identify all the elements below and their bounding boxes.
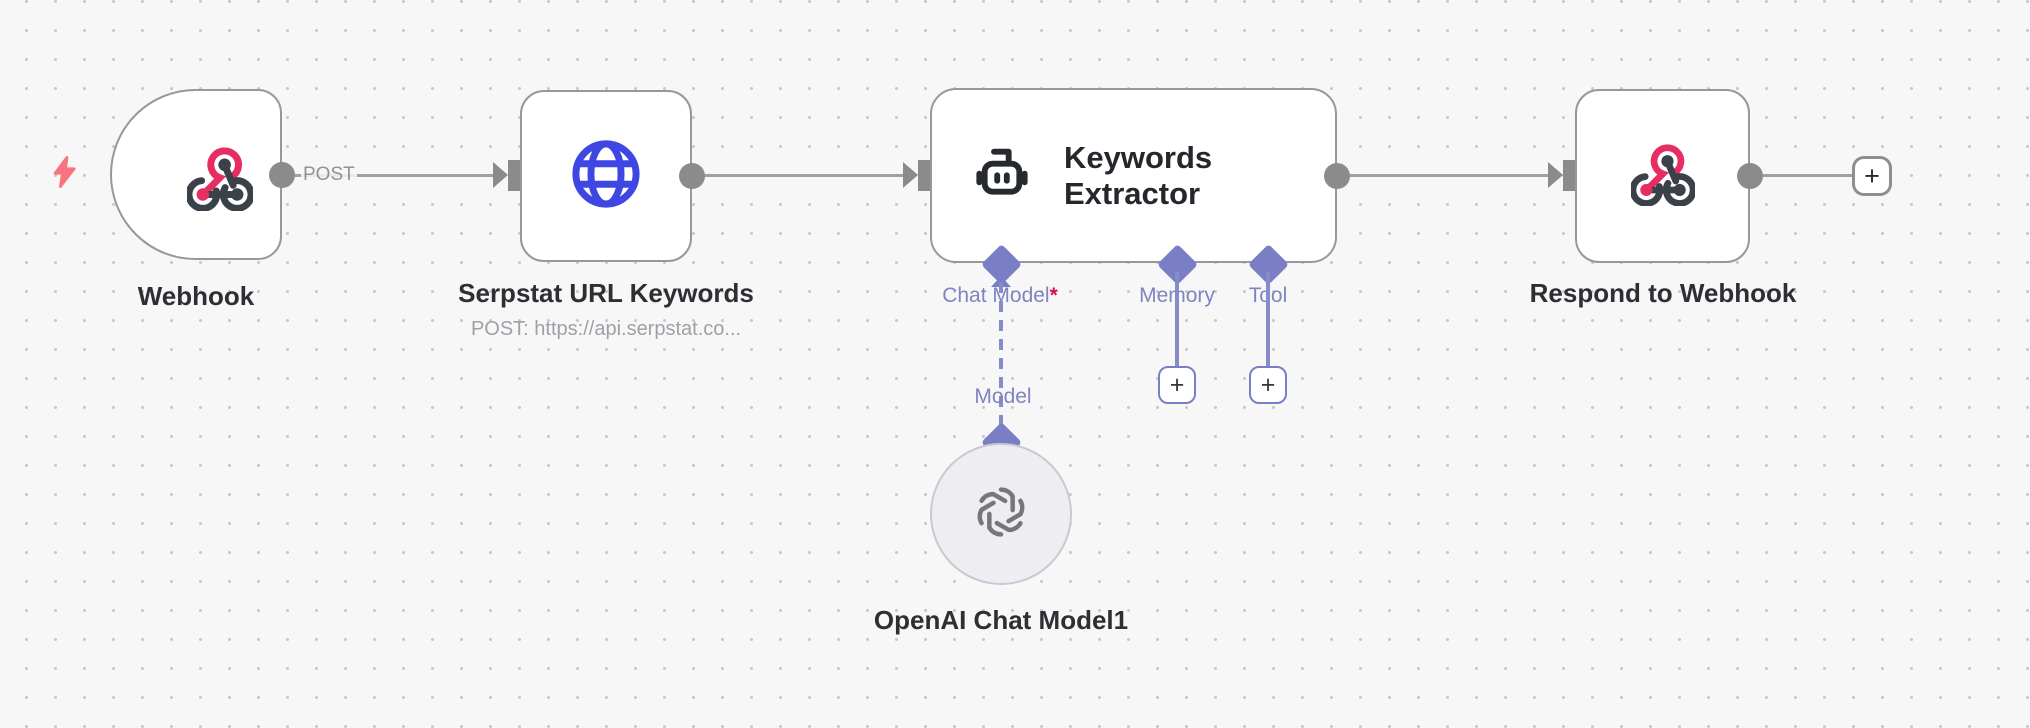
connection-webhook-to-serpstat[interactable] <box>295 174 493 177</box>
lightning-trigger-icon <box>49 156 81 188</box>
input-endpoint-bar-serpstat <box>508 160 520 191</box>
port-label-chat-model-text: Chat Model <box>942 284 1050 307</box>
port-arrow-chat-model <box>991 276 1011 287</box>
output-endpoint-agent[interactable] <box>1324 163 1350 189</box>
output-endpoint-webhook[interactable] <box>269 162 295 188</box>
connection-tool-stub <box>1266 272 1270 366</box>
add-memory-button[interactable]: + <box>1158 366 1196 404</box>
output-endpoint-serpstat[interactable] <box>679 163 705 189</box>
node-webhook[interactable] <box>110 89 282 260</box>
node-label-serpstat: Serpstat URL Keywords <box>458 278 754 308</box>
input-endpoint-bar-agent <box>918 160 930 191</box>
globe-icon <box>568 136 644 217</box>
node-label-openai: OpenAI Chat Model1 <box>873 605 1129 635</box>
connection-agent-to-openai[interactable] <box>999 282 1003 428</box>
node-openai-chat-model[interactable] <box>930 443 1072 585</box>
required-marker: * <box>1049 284 1058 307</box>
node-serpstat-url-keywords[interactable] <box>520 90 692 262</box>
connection-label-post: POST <box>301 164 357 186</box>
webhook-icon <box>185 145 255 212</box>
node-respond-to-webhook[interactable] <box>1575 89 1750 263</box>
node-label-respond: Respond to Webhook <box>1529 278 1797 308</box>
input-endpoint-bar-respond <box>1563 160 1575 191</box>
connection-label-model: Model <box>974 385 1032 408</box>
webhook-icon <box>1629 142 1696 211</box>
robot-icon <box>970 141 1034 210</box>
input-endpoint-arrow-agent <box>903 162 918 188</box>
add-tool-button[interactable]: + <box>1249 366 1287 404</box>
connection-agent-to-respond[interactable] <box>1350 174 1548 177</box>
add-next-node-button[interactable]: + <box>1852 156 1892 196</box>
connection-serpstat-to-agent[interactable] <box>705 174 903 177</box>
output-endpoint-respond[interactable] <box>1737 163 1763 189</box>
input-endpoint-arrow-respond <box>1548 162 1563 188</box>
node-sublabel-serpstat: POST: https://api.serpstat.co... <box>470 318 742 340</box>
openai-logo-icon <box>969 480 1033 549</box>
input-endpoint-arrow-serpstat <box>493 162 508 188</box>
port-label-chat-model: Chat Model* <box>942 284 1058 308</box>
connection-respond-to-add[interactable] <box>1763 174 1852 177</box>
node-keywords-extractor[interactable]: Keywords Extractor <box>930 88 1337 263</box>
connection-memory-stub <box>1175 272 1179 366</box>
node-label-webhook: Webhook <box>137 281 255 311</box>
node-title-keywords-extractor: Keywords Extractor <box>1064 139 1213 211</box>
